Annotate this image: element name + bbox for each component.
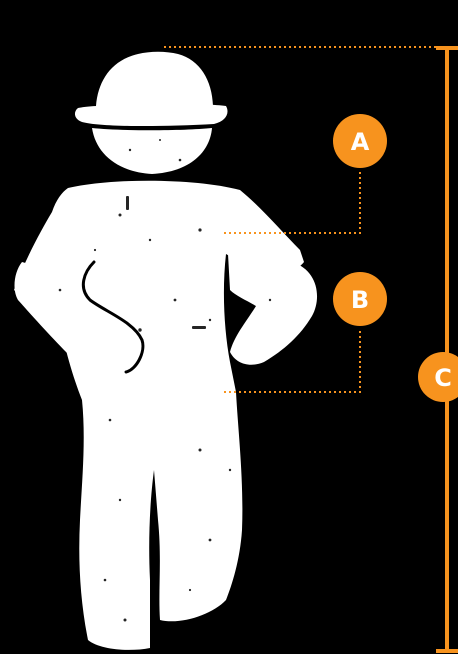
- marker-a: A: [333, 114, 387, 168]
- marker-b-label: B: [351, 286, 369, 314]
- marker-c-label: C: [434, 364, 452, 392]
- marker-a-label: A: [351, 128, 370, 156]
- marker-b: B: [333, 272, 387, 326]
- hat-brim: [75, 104, 228, 126]
